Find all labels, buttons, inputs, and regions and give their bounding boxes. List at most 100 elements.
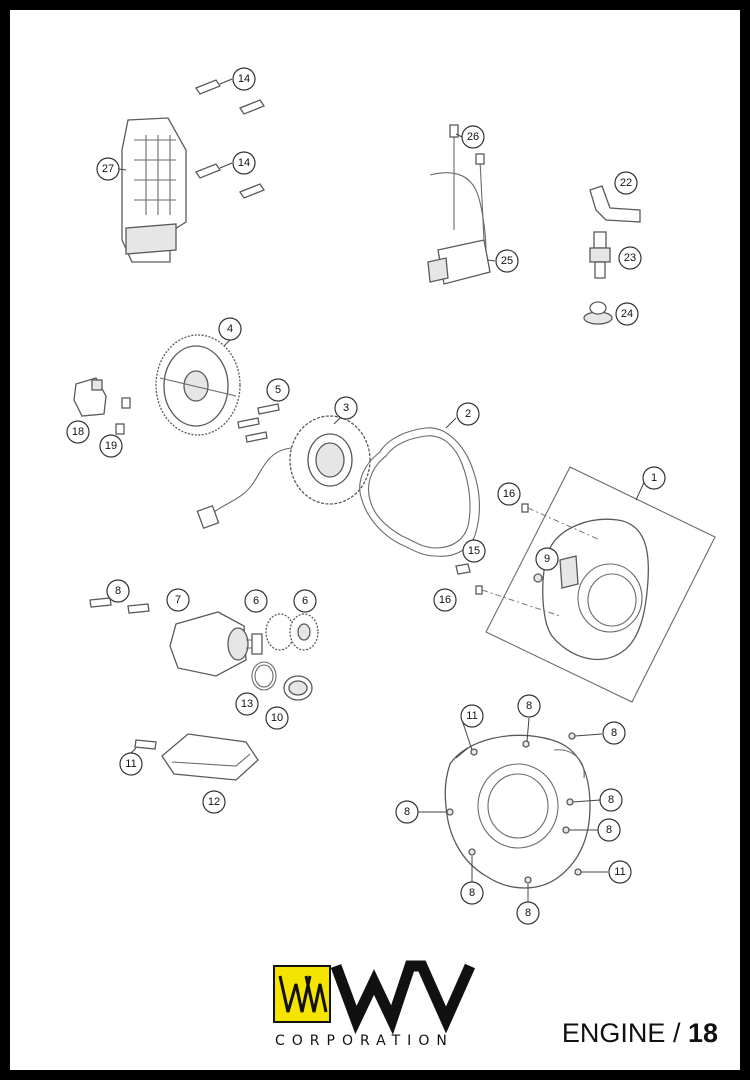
callout-14-lower: 14 <box>232 151 256 175</box>
callout-9: 9 <box>535 547 559 571</box>
callout-6-left: 6 <box>244 589 268 613</box>
svg-text:2: 2 <box>465 408 471 420</box>
callout-8-cover-right-a: 8 <box>599 788 623 812</box>
svg-text:15: 15 <box>468 545 480 557</box>
section-title: ENGINE / <box>561 1018 688 1048</box>
wm-logo: CORPORATION <box>273 960 476 1049</box>
page-footer: ENGINE / 18 <box>562 1018 718 1049</box>
svg-text:8: 8 <box>608 794 614 806</box>
svg-text:16: 16 <box>503 488 515 500</box>
callout-24: 24 <box>615 302 639 326</box>
callout-19: 19 <box>99 434 123 458</box>
callout-8-cover-topright: 8 <box>602 721 626 745</box>
svg-text:4: 4 <box>227 323 233 335</box>
logo-subtitle: CORPORATION <box>275 1033 454 1049</box>
sleeve <box>283 675 313 701</box>
callout-7: 7 <box>166 588 190 612</box>
callout-8-cover-bottom-left: 8 <box>460 881 484 905</box>
starter-bolts <box>89 597 150 614</box>
callout-26: 26 <box>461 125 485 149</box>
svg-text:6: 6 <box>253 595 259 607</box>
callout-22: 22 <box>614 171 638 195</box>
svg-text:8: 8 <box>469 887 475 899</box>
callout-11-guard: 11 <box>119 752 143 776</box>
svg-text:11: 11 <box>614 866 625 878</box>
flywheel <box>155 334 241 436</box>
svg-text:10: 10 <box>271 712 283 724</box>
page-number: 18 <box>687 1018 718 1048</box>
svg-text:1: 1 <box>651 472 657 484</box>
clutch-cover <box>444 734 591 889</box>
callout-10: 10 <box>265 706 289 730</box>
ignition-coil <box>427 124 491 285</box>
o-ring <box>251 661 277 691</box>
generator-cover-box <box>485 466 716 703</box>
svg-text:9: 9 <box>544 553 550 565</box>
svg-text:27: 27 <box>102 163 114 175</box>
svg-text:14: 14 <box>238 73 250 85</box>
callout-8-cover-bottom: 8 <box>516 901 540 925</box>
starter-guard-bolt <box>134 739 157 750</box>
svg-text:12: 12 <box>208 796 220 808</box>
callout-27: 27 <box>96 157 120 181</box>
spark-plug <box>589 231 611 279</box>
callout-2: 2 <box>456 402 480 426</box>
svg-text:25: 25 <box>501 255 513 267</box>
callout-4: 4 <box>218 317 242 341</box>
svg-text:5: 5 <box>275 384 281 396</box>
callout-8-cover-left: 8 <box>395 800 419 824</box>
leader-lines <box>118 78 647 902</box>
callout-6-right: 6 <box>293 589 317 613</box>
svg-text:11: 11 <box>466 710 477 722</box>
callout-11-cover-bottom: 11 <box>608 860 632 884</box>
svg-text:8: 8 <box>525 907 531 919</box>
pickup-sensor <box>73 377 107 417</box>
plug-washer <box>583 301 613 325</box>
starter-motor <box>169 611 263 677</box>
callout-12: 12 <box>202 790 226 814</box>
callout-1: 1 <box>642 466 666 490</box>
callout-16-upper: 16 <box>497 482 521 506</box>
callout-23: 23 <box>618 246 642 270</box>
cover-gasket <box>359 427 480 557</box>
callout-14-upper: 14 <box>232 67 256 91</box>
callout-13: 13 <box>235 692 259 716</box>
callout-8-cover-right-b: 8 <box>597 818 621 842</box>
callout-15: 15 <box>462 539 486 563</box>
svg-text:3: 3 <box>343 402 349 414</box>
svg-text:8: 8 <box>526 700 532 712</box>
svg-text:19: 19 <box>105 440 117 452</box>
spark-plug-cap <box>589 185 641 223</box>
svg-text:8: 8 <box>606 824 612 836</box>
svg-text:8: 8 <box>611 727 617 739</box>
starter-gears <box>265 613 319 651</box>
svg-text:23: 23 <box>624 252 636 264</box>
stator <box>196 415 371 530</box>
callout-11-cover-top: 11 <box>460 704 484 728</box>
callout-5: 5 <box>266 378 290 402</box>
callout-18: 18 <box>66 420 90 444</box>
stator-screws <box>237 403 280 443</box>
svg-text:13: 13 <box>241 698 253 710</box>
pickup-screws <box>115 397 131 435</box>
callout-8-cover-top: 8 <box>517 694 541 718</box>
svg-text:7: 7 <box>175 594 181 606</box>
callout-25: 25 <box>495 249 519 273</box>
svg-text:16: 16 <box>439 594 451 606</box>
svg-text:18: 18 <box>72 426 84 438</box>
svg-text:11: 11 <box>125 758 136 770</box>
svg-text:6: 6 <box>302 595 308 607</box>
cover-screws <box>455 503 543 595</box>
starter-guard <box>161 733 259 781</box>
svg-text:24: 24 <box>621 308 633 320</box>
callout-8-starter: 8 <box>106 579 130 603</box>
callout-16-lower: 16 <box>433 588 457 612</box>
svg-text:14: 14 <box>238 157 250 169</box>
bolt-pair-upper <box>195 79 265 115</box>
svg-text:8: 8 <box>115 585 121 597</box>
svg-text:26: 26 <box>467 131 479 143</box>
svg-text:8: 8 <box>404 806 410 818</box>
callout-3: 3 <box>334 396 358 420</box>
svg-text:22: 22 <box>620 177 632 189</box>
